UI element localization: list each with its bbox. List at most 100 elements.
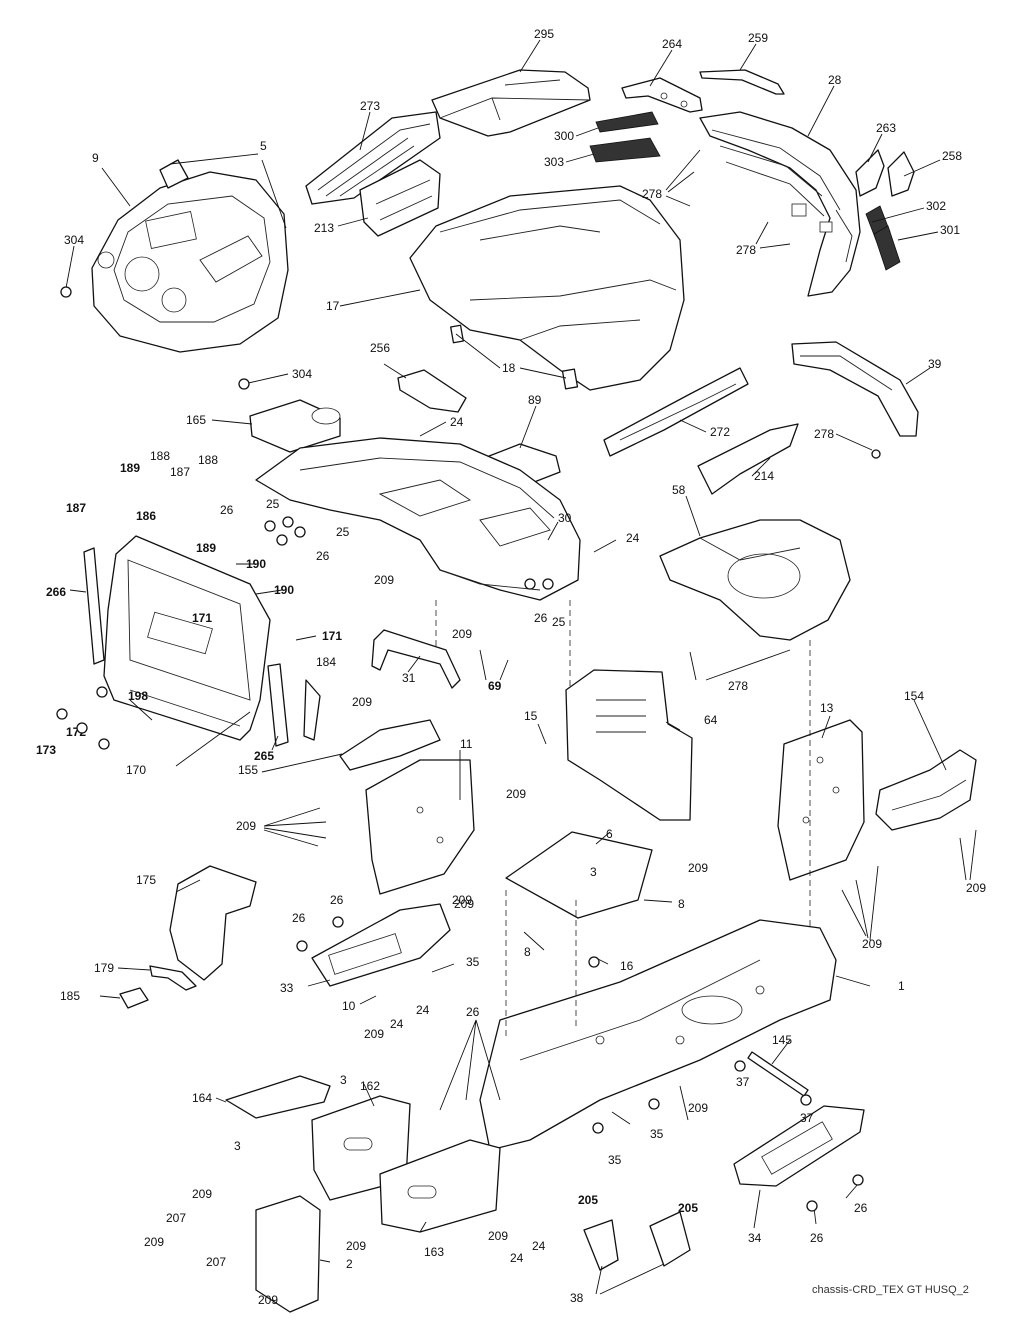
callout-16: 16 — [620, 959, 634, 973]
callout-198: 198 — [128, 689, 148, 703]
callout-186: 186 — [136, 509, 156, 523]
callout-171b: 171 — [322, 629, 342, 643]
part-dashboard-9 — [91, 159, 289, 353]
callout-labels: 295 264 259 28 273 300 303 263 258 278 5… — [36, 27, 986, 1307]
part-hood-top-295 — [431, 69, 591, 137]
callout-24f: 24 — [532, 1239, 546, 1253]
callout-24a: 24 — [450, 415, 464, 429]
part-flap-184 — [303, 679, 321, 741]
callout-5: 5 — [260, 139, 267, 153]
callout-300: 300 — [554, 129, 574, 143]
callout-209o: 209 — [346, 1239, 366, 1253]
callout-69: 69 — [488, 679, 502, 693]
callout-214: 214 — [754, 469, 774, 483]
part-bracket-38a — [583, 1219, 619, 1271]
callout-266: 266 — [46, 585, 66, 599]
callout-10: 10 — [342, 999, 356, 1013]
part-seat-165 — [249, 399, 341, 453]
callout-34: 34 — [748, 1231, 762, 1245]
callout-278a: 278 — [642, 187, 662, 201]
callout-11: 11 — [460, 737, 473, 751]
callout-26a: 26 — [220, 503, 234, 517]
callout-165: 165 — [186, 413, 206, 427]
callout-37a: 37 — [736, 1075, 750, 1089]
part-shroud-175 — [169, 865, 257, 981]
callout-154: 154 — [904, 689, 924, 703]
callout-295: 295 — [534, 27, 554, 41]
part-decal-301 — [873, 225, 901, 271]
callout-184: 184 — [316, 655, 336, 669]
callout-15: 15 — [524, 709, 538, 723]
part-hood-17 — [409, 185, 685, 391]
callout-25c: 25 — [552, 615, 566, 629]
callout-209e: 209 — [236, 819, 256, 833]
callout-272: 272 — [710, 425, 730, 439]
callout-304a: 304 — [64, 233, 84, 247]
callout-1: 1 — [898, 979, 905, 993]
callout-26f: 26 — [466, 1005, 480, 1019]
callout-38: 38 — [570, 1291, 584, 1305]
callout-205a: 205 — [578, 1193, 598, 1207]
callout-26g: 26 — [854, 1201, 868, 1215]
callout-28: 28 — [828, 73, 842, 87]
part-front-nose-28 — [699, 111, 861, 297]
part-strip-259 — [699, 69, 785, 95]
part-bracket-38b — [649, 1211, 691, 1267]
callout-26h: 26 — [810, 1231, 824, 1245]
callout-189b: 189 — [196, 541, 216, 555]
callout-190b: 190 — [274, 583, 294, 597]
callout-26c: 26 — [534, 611, 548, 625]
part-plate-2 — [255, 1195, 321, 1313]
callout-187b: 187 — [66, 501, 86, 515]
part-panel-64 — [565, 669, 693, 821]
part-plate-163 — [379, 1139, 501, 1233]
callout-265: 265 — [254, 749, 274, 763]
callout-209c: 209 — [352, 695, 372, 709]
callout-171a: 171 — [192, 611, 212, 625]
callout-89: 89 — [528, 393, 542, 407]
part-plate-6 — [505, 831, 653, 919]
callout-187a: 187 — [170, 465, 190, 479]
callout-185: 185 — [60, 989, 80, 1003]
callout-9: 9 — [92, 151, 99, 165]
callout-205b: 205 — [678, 1201, 698, 1215]
callout-209l: 209 — [688, 1101, 708, 1115]
callout-173: 173 — [36, 743, 56, 757]
callout-264: 264 — [662, 37, 682, 51]
part-decal-303 — [589, 137, 661, 163]
callout-39: 39 — [928, 357, 942, 371]
part-dash-13 — [777, 719, 865, 881]
callout-18: 18 — [502, 361, 516, 375]
part-vent-273 — [305, 111, 441, 205]
part-clip-18a — [450, 324, 464, 344]
callout-209q: 209 — [258, 1293, 278, 1307]
callout-3a: 3 — [590, 865, 597, 879]
callout-37b: 37 — [800, 1111, 814, 1125]
callout-278b: 278 — [736, 243, 756, 257]
part-step-34 — [733, 1105, 865, 1187]
part-pad-185 — [119, 987, 149, 1009]
callout-188b: 188 — [198, 453, 218, 467]
part-decal-300 — [595, 111, 659, 133]
callout-3b: 3 — [340, 1073, 347, 1087]
callout-26e: 26 — [292, 911, 306, 925]
callout-209p: 209 — [488, 1229, 508, 1243]
callout-278d: 278 — [728, 679, 748, 693]
part-rod-145 — [747, 1051, 809, 1097]
part-pedal-179 — [149, 965, 197, 991]
callout-163: 163 — [424, 1245, 444, 1259]
callout-207b: 207 — [206, 1255, 226, 1269]
callout-263: 263 — [876, 121, 896, 135]
part-plate-164 — [225, 1075, 331, 1119]
part-skirt-214 — [697, 423, 799, 495]
callout-188a: 188 — [150, 449, 170, 463]
callout-2: 2 — [346, 1257, 353, 1271]
callout-209b: 209 — [452, 627, 472, 641]
part-lid-256 — [397, 369, 467, 413]
callout-209a: 209 — [374, 573, 394, 587]
part-lens-263 — [855, 149, 885, 197]
callout-209n: 209 — [144, 1235, 164, 1249]
callout-24d: 24 — [390, 1017, 404, 1031]
callout-302: 302 — [926, 199, 946, 213]
